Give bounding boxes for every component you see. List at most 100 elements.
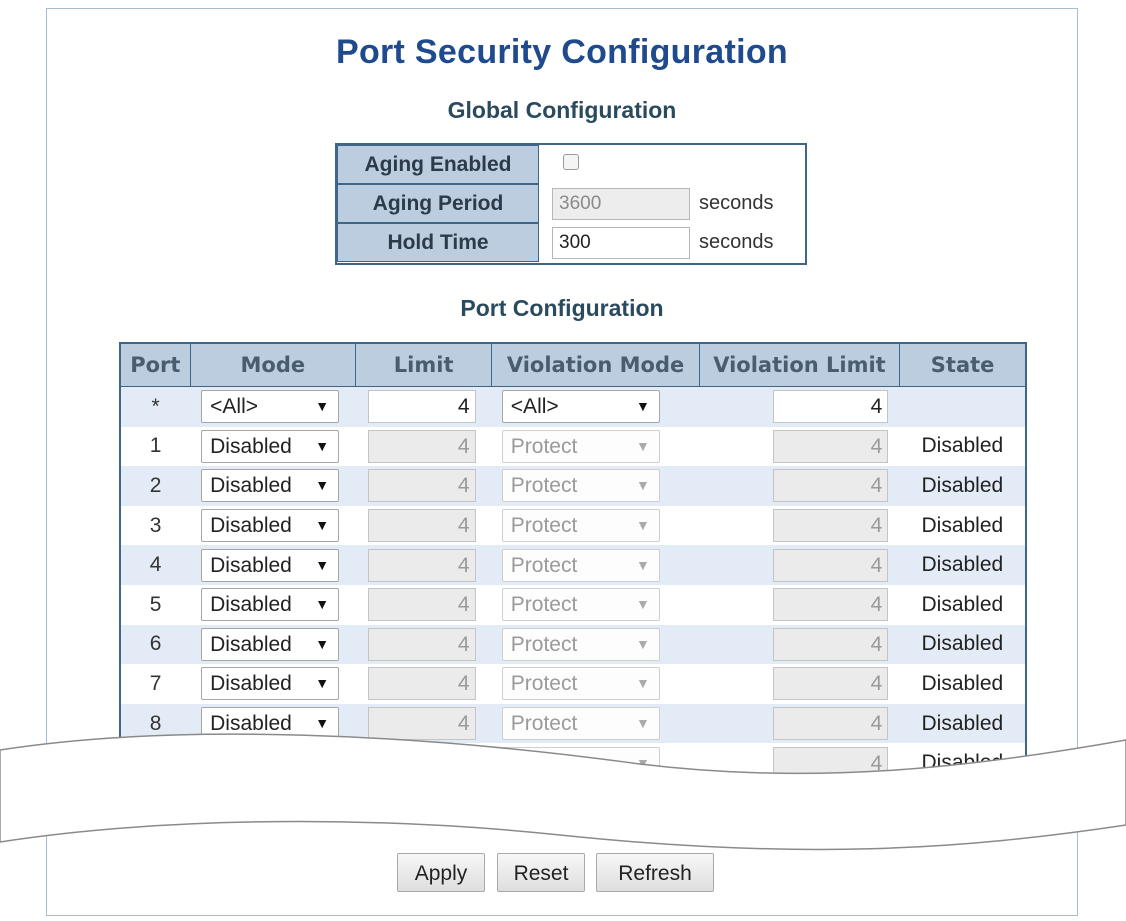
dropdown-arrow-icon: ▼ (315, 635, 330, 652)
dropdown-arrow-icon: ▼ (315, 596, 330, 613)
violation-mode-value: Protect (510, 672, 578, 696)
mode-select[interactable]: Disabled ▼ (201, 667, 340, 701)
violation-limit-input[interactable]: 4 (773, 509, 889, 543)
limit-input[interactable]: 4 (367, 548, 476, 582)
port-cell: 1 (120, 426, 191, 467)
hold-time-input[interactable] (552, 227, 690, 259)
refresh-button[interactable]: Refresh (596, 853, 714, 892)
mode-select[interactable]: Disabled▼ (201, 588, 340, 622)
mode-select-all[interactable]: <All>▼ (201, 390, 340, 424)
violation-limit-input[interactable]: 4 (773, 429, 889, 463)
violation-mode-cell: Protect▼ (491, 466, 700, 506)
violation-limit-input[interactable]: 4 (773, 548, 889, 582)
column-header-state: State (899, 342, 1027, 387)
table-row: 4 Disabled▼ 4 Protect▼ 4 Disabled (120, 545, 1026, 585)
violation-limit-input[interactable]: 4 (773, 588, 889, 622)
mode-select[interactable]: Disabled▼ (201, 509, 340, 543)
port-cell: 7 (120, 664, 191, 704)
mode-select-value: <All> (210, 395, 259, 419)
violation-mode-select[interactable]: Protect ▼ (501, 667, 660, 701)
violation-limit-cell: 4 (699, 624, 900, 665)
state-cell (899, 386, 1026, 427)
limit-cell: 4 (355, 624, 492, 665)
apply-button[interactable]: Apply (397, 853, 485, 892)
hold-time-unit: seconds (699, 231, 774, 253)
mode-cell: Disabled▼ (190, 505, 356, 546)
aging-period-label: Aging Period (337, 184, 539, 223)
table-row: 6 Disabled ▼ 4 Protect▼ 4 Disabled (120, 624, 1026, 665)
dropdown-arrow-icon: ▼ (315, 437, 330, 454)
limit-input[interactable]: 4 (367, 707, 476, 741)
violation-limit-input-all[interactable]: 4 (773, 390, 889, 424)
violation-limit-cell: 4 (699, 426, 900, 467)
table-row: 7 Disabled ▼ 4 Protect ▼ 4 Disabled (120, 664, 1026, 704)
violation-limit-input[interactable]: 4 (773, 469, 889, 503)
dropdown-arrow-icon: ▼ (315, 517, 330, 534)
violation-limit-input[interactable]: 4 (773, 707, 889, 741)
aging-period-row: Aging Period seconds (337, 184, 805, 223)
dropdown-arrow-icon: ▼ (315, 675, 330, 692)
torn-paper-break (0, 733, 1126, 851)
port-cell: 4 (120, 545, 191, 585)
state-cell: Disabled (899, 584, 1026, 625)
aging-period-input[interactable] (552, 188, 690, 220)
violation-mode-value: Protect (510, 593, 578, 617)
mode-select-value: Disabled (210, 434, 292, 458)
column-header-mode: Mode (189, 342, 357, 387)
table-row: 3 Disabled▼ 4 Protect▼ 4 Disabled (120, 505, 1026, 546)
violation-limit-cell: 4 (699, 505, 900, 546)
limit-cell: 4 (355, 584, 492, 625)
limit-input[interactable]: 4 (367, 588, 476, 622)
violation-mode-select-all[interactable]: <All>▼ (501, 390, 660, 424)
violation-limit-cell: 4 (699, 703, 900, 744)
violation-limit-cell: 4 (699, 664, 900, 704)
violation-mode-cell: Protect▼ (491, 624, 700, 665)
mode-select-value: Disabled (210, 672, 292, 696)
violation-mode-select[interactable]: Protect▼ (501, 429, 660, 463)
limit-cell: 4 (355, 505, 492, 546)
violation-mode-select[interactable]: Protect▼ (501, 627, 660, 661)
mode-select[interactable]: Disabled ▼ (201, 627, 340, 661)
limit-input[interactable]: 4 (367, 469, 476, 503)
dropdown-arrow-icon: ▼ (635, 635, 650, 652)
aging-enabled-label: Aging Enabled (337, 145, 539, 184)
violation-mode-cell: Protect▼ (491, 703, 700, 744)
violation-limit-input[interactable]: 4 (773, 627, 889, 661)
violation-limit-input[interactable]: 4 (773, 667, 889, 701)
mode-select-value: Disabled (210, 712, 292, 736)
column-header-violation-limit: Violation Limit (698, 342, 901, 387)
mode-cell: Disabled ▼ (190, 426, 356, 467)
aging-enabled-checkbox[interactable] (563, 154, 579, 170)
violation-mode-value: Protect (510, 553, 578, 577)
limit-cell: 4 (355, 545, 492, 585)
global-config-table: Aging Enabled Aging Period seconds Hold … (335, 143, 807, 265)
port-cell: * (120, 386, 191, 427)
port-cell: 6 (120, 624, 191, 665)
violation-mode-select[interactable]: Protect▼ (501, 588, 660, 622)
reset-button[interactable]: Reset (497, 853, 585, 892)
limit-input[interactable]: 4 (367, 429, 476, 463)
violation-mode-select[interactable]: Protect▼ (501, 707, 660, 741)
limit-input[interactable]: 4 (367, 509, 476, 543)
dropdown-arrow-icon: ▼ (635, 675, 650, 692)
mode-cell: Disabled ▼ (190, 624, 356, 665)
violation-mode-cell: Protect▼ (491, 505, 700, 546)
mode-select[interactable]: Disabled ▼ (201, 429, 340, 463)
mode-select[interactable]: Disabled▼ (201, 469, 340, 503)
state-cell: Disabled (899, 466, 1026, 506)
violation-mode-select[interactable]: Protect▼ (501, 509, 660, 543)
column-header-port: Port (119, 342, 191, 387)
limit-cell: 4 (355, 703, 492, 744)
mode-select-value: Disabled (210, 632, 292, 656)
dropdown-arrow-icon: ▼ (315, 556, 330, 573)
limit-input-all[interactable]: 4 (367, 390, 476, 424)
violation-mode-cell: Protect▼ (491, 584, 700, 625)
table-header-row: Port Mode Limit Violation Mode Violation… (119, 342, 1027, 387)
aging-enabled-row: Aging Enabled (337, 145, 805, 184)
violation-mode-select[interactable]: Protect▼ (501, 469, 660, 503)
mode-select[interactable]: Disabled▼ (201, 548, 340, 582)
limit-input[interactable]: 4 (367, 667, 476, 701)
violation-mode-value: Protect (510, 434, 578, 458)
violation-mode-select[interactable]: Protect▼ (501, 548, 660, 582)
limit-input[interactable]: 4 (367, 627, 476, 661)
